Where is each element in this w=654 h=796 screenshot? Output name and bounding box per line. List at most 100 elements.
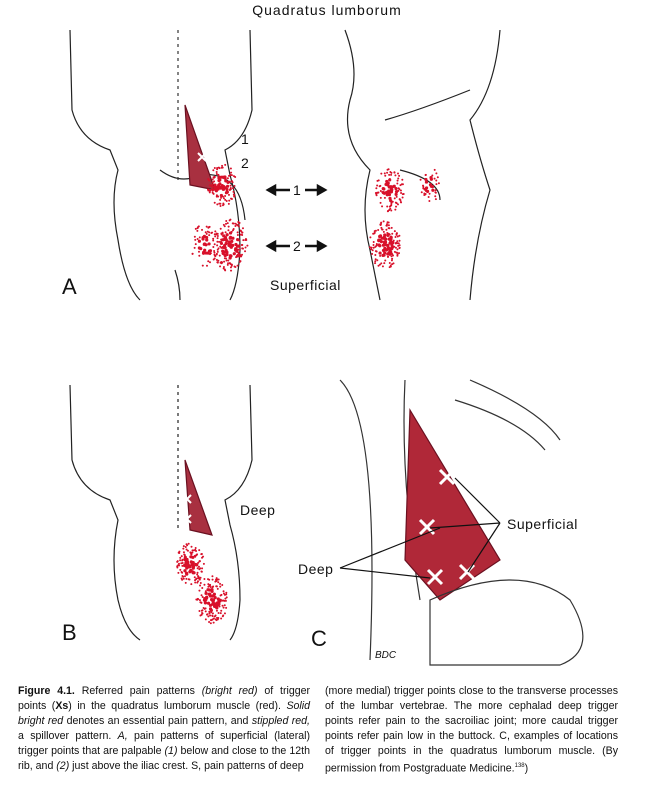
stipple-dot [232, 193, 235, 196]
stipple-dot [435, 179, 438, 182]
deep-label-b: Deep [240, 502, 276, 518]
stipple-dot [177, 562, 180, 565]
stipple-dot [221, 599, 224, 602]
stipple-dot [216, 166, 219, 169]
stipple-dot [228, 199, 231, 202]
stipple-dot [377, 229, 380, 232]
stipple-dot [376, 191, 379, 194]
stipple-dot [182, 551, 185, 554]
stipple-dot [222, 590, 225, 593]
stipple-dot [198, 254, 201, 257]
stipple-dot [399, 184, 402, 187]
stipple-dot [371, 252, 374, 255]
caption-text: (more medial) trigger points close to th… [325, 685, 618, 775]
stipple-dot [434, 198, 437, 201]
stipple-dot [398, 188, 401, 191]
stipple-dot [378, 234, 383, 238]
stipple-dot [191, 566, 195, 570]
stipple-dot [236, 264, 239, 267]
stipple-dot [215, 609, 218, 612]
stipple-dot [177, 551, 180, 554]
stipple-dot [391, 200, 394, 203]
stipple-dot [217, 581, 220, 584]
stipple-dot [396, 253, 399, 256]
stipple-dot [196, 581, 199, 584]
stipple-dot [215, 577, 218, 580]
stipple-dot [182, 545, 185, 548]
stipple-dot [392, 262, 395, 265]
stipple-dot [219, 245, 222, 248]
stipple-dot [383, 251, 387, 255]
stipple-dot [190, 583, 193, 586]
stipple-dot [371, 249, 374, 252]
stipple-dot [196, 573, 199, 576]
caption-emphasis: (1) [164, 745, 178, 757]
stipple-dot [211, 183, 214, 186]
stipple-dot [181, 559, 184, 562]
stipple-dot [386, 168, 389, 171]
stipple-dot [219, 600, 222, 603]
superficial-label-c: Superficial [507, 516, 578, 532]
stipple-dot [207, 242, 211, 246]
stipple-dot [208, 231, 211, 234]
stipple-dot [189, 551, 192, 554]
stipple-dot [223, 225, 226, 228]
stipple-dot [221, 231, 224, 234]
stipple-dot [207, 260, 210, 263]
stipple-dot [215, 195, 218, 198]
stipple-dot [212, 169, 215, 172]
stipple-dot [389, 265, 392, 268]
stipple-dot [218, 240, 221, 243]
superficial-label-a: Superficial [270, 277, 341, 293]
stipple-dot [225, 220, 228, 223]
stipple-dot [219, 227, 222, 230]
stipple-dot [216, 261, 219, 264]
stipple-dot [226, 180, 230, 185]
stipple-dot [227, 240, 232, 244]
pain-stipple [195, 575, 228, 625]
stipple-dot [225, 593, 228, 596]
stipple-dot [433, 177, 436, 180]
stipple-dot [379, 223, 382, 226]
stipple-dot [212, 621, 215, 624]
stipple-dot [381, 265, 384, 268]
panel-label-c: C [311, 626, 327, 651]
stipple-dot [383, 196, 386, 199]
stipple-dot [389, 241, 393, 245]
stipple-dot [213, 250, 216, 253]
stipple-dot [227, 202, 230, 205]
stipple-dot [201, 587, 204, 590]
caption-emphasis: stippled red, [251, 715, 310, 727]
stipple-dot [400, 201, 403, 204]
stipple-dot [396, 251, 399, 254]
stipple-dot [395, 195, 398, 198]
stipple-dot [212, 192, 215, 195]
pain-stipple [212, 218, 249, 272]
stipple-dot [209, 614, 212, 617]
stipple-dot [204, 618, 207, 621]
stipple-dot [381, 228, 384, 231]
quadratus-lumborum-muscle [184, 104, 216, 191]
stipple-dot [194, 548, 197, 551]
stipple-dot [210, 231, 213, 234]
stipple-dot [369, 236, 372, 239]
stipple-dot [389, 170, 392, 173]
stipple-dot [205, 232, 208, 235]
stipple-dot [238, 222, 241, 225]
stipple-dot [195, 598, 198, 601]
stipple-dot [180, 555, 183, 558]
stipple-dot [212, 188, 215, 191]
stipple-dot [186, 549, 189, 552]
stipple-dot [230, 180, 233, 183]
stipple-dot [196, 567, 199, 570]
stipple-dot [208, 594, 213, 598]
stipple-dot [210, 611, 213, 614]
stipple-dot [234, 224, 237, 227]
stipple-dot [386, 221, 389, 224]
stipple-dot [384, 259, 387, 262]
stipple-dot [224, 194, 227, 197]
stipple-dot [385, 228, 388, 231]
stipple-dot [427, 195, 430, 198]
stipple-dot [218, 185, 222, 190]
stipple-dot [185, 577, 188, 580]
